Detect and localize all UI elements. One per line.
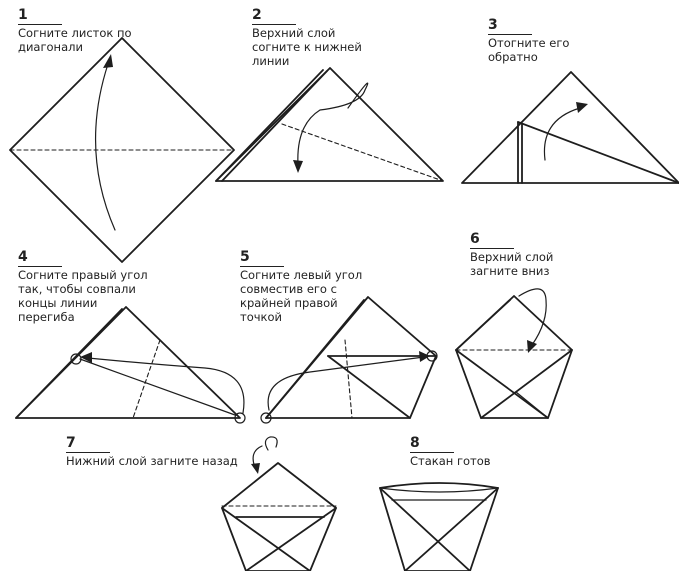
step-5-figure [261, 297, 437, 423]
step-1-figure [10, 38, 234, 262]
step-8-figure [380, 483, 498, 571]
step-4-figure [16, 307, 245, 423]
step-7-figure [222, 437, 336, 571]
step-6-arrow-icon [527, 340, 537, 353]
step-2-arrow-icon [293, 160, 303, 173]
step-6-figure [456, 289, 572, 418]
step-3-figure [462, 72, 679, 183]
step-2-figure [216, 68, 443, 181]
step-7-arrow-icon [251, 463, 260, 474]
step-3-arrow-icon [576, 102, 588, 113]
